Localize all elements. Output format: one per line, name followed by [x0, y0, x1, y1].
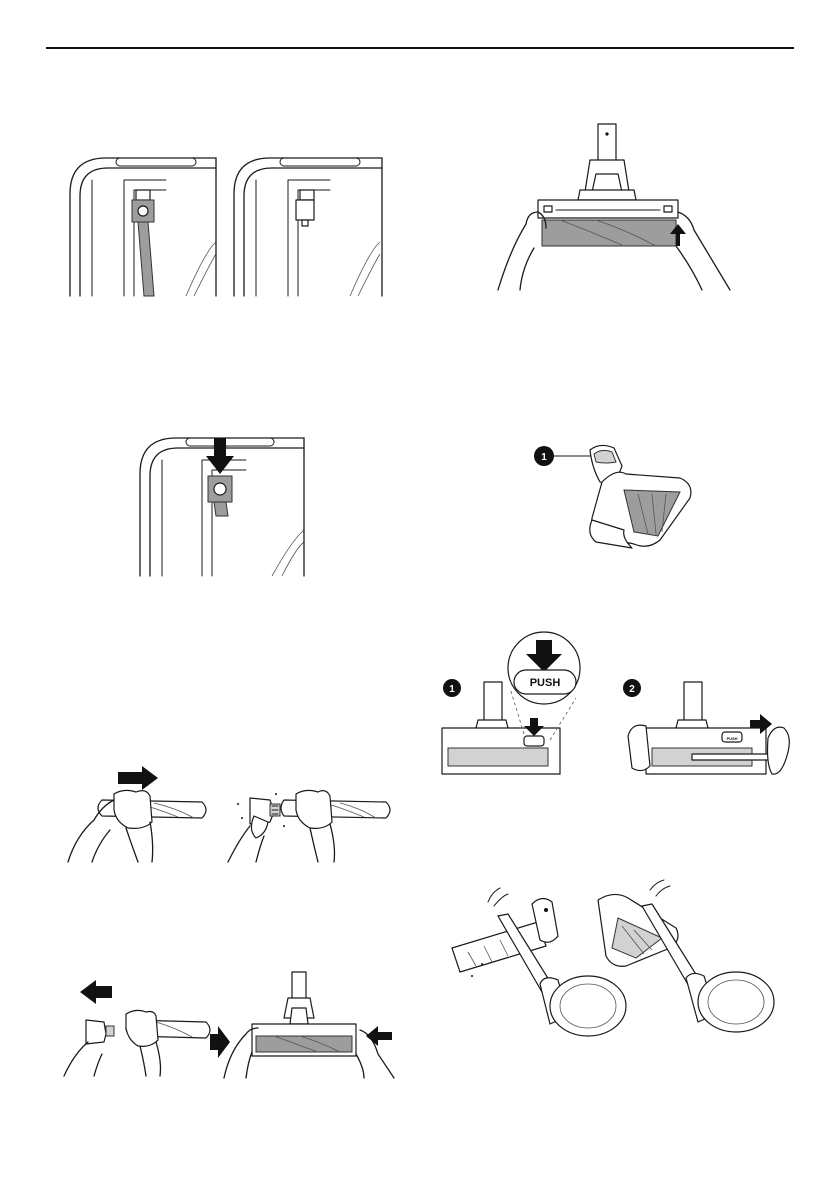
nozzle-reinsert-step [224, 972, 394, 1078]
panel-hose-inserted [70, 158, 216, 296]
roller-cap-off-step [228, 790, 390, 862]
fig-mini-nozzle: 1 [530, 438, 702, 562]
fig-clean-brush [442, 866, 800, 1026]
push-step-2: 2 PUSH [623, 679, 789, 774]
fig-nozzle-push-release: 1 PUSH 2 PUSH [440, 628, 810, 778]
fig-hose-push-in [136, 430, 308, 578]
callout-marker: 1 [541, 452, 547, 463]
roller-slide-step [68, 766, 206, 862]
arrow-right-icon [118, 766, 158, 790]
fig-hose-channel [66, 150, 388, 298]
panel-hose-removed [234, 158, 382, 296]
arrow-left-icon [366, 1026, 392, 1046]
push-label: PUSH [530, 677, 561, 689]
arrow-left-icon [80, 980, 112, 1004]
push-step-1: 1 PUSH [442, 632, 580, 774]
push-label-small: PUSH [726, 736, 737, 741]
step-2-marker: 2 [629, 684, 635, 695]
step-1-marker: 1 [449, 684, 455, 695]
cap-reattach-step [64, 980, 210, 1076]
fig-roller-reinsert [60, 968, 406, 1080]
arrow-down-icon [206, 438, 234, 474]
fig-nozzle-lift [496, 120, 732, 292]
fig-roller-remove-cap [66, 766, 392, 866]
header-rule [46, 47, 794, 49]
arrow-right-icon [210, 1026, 230, 1058]
